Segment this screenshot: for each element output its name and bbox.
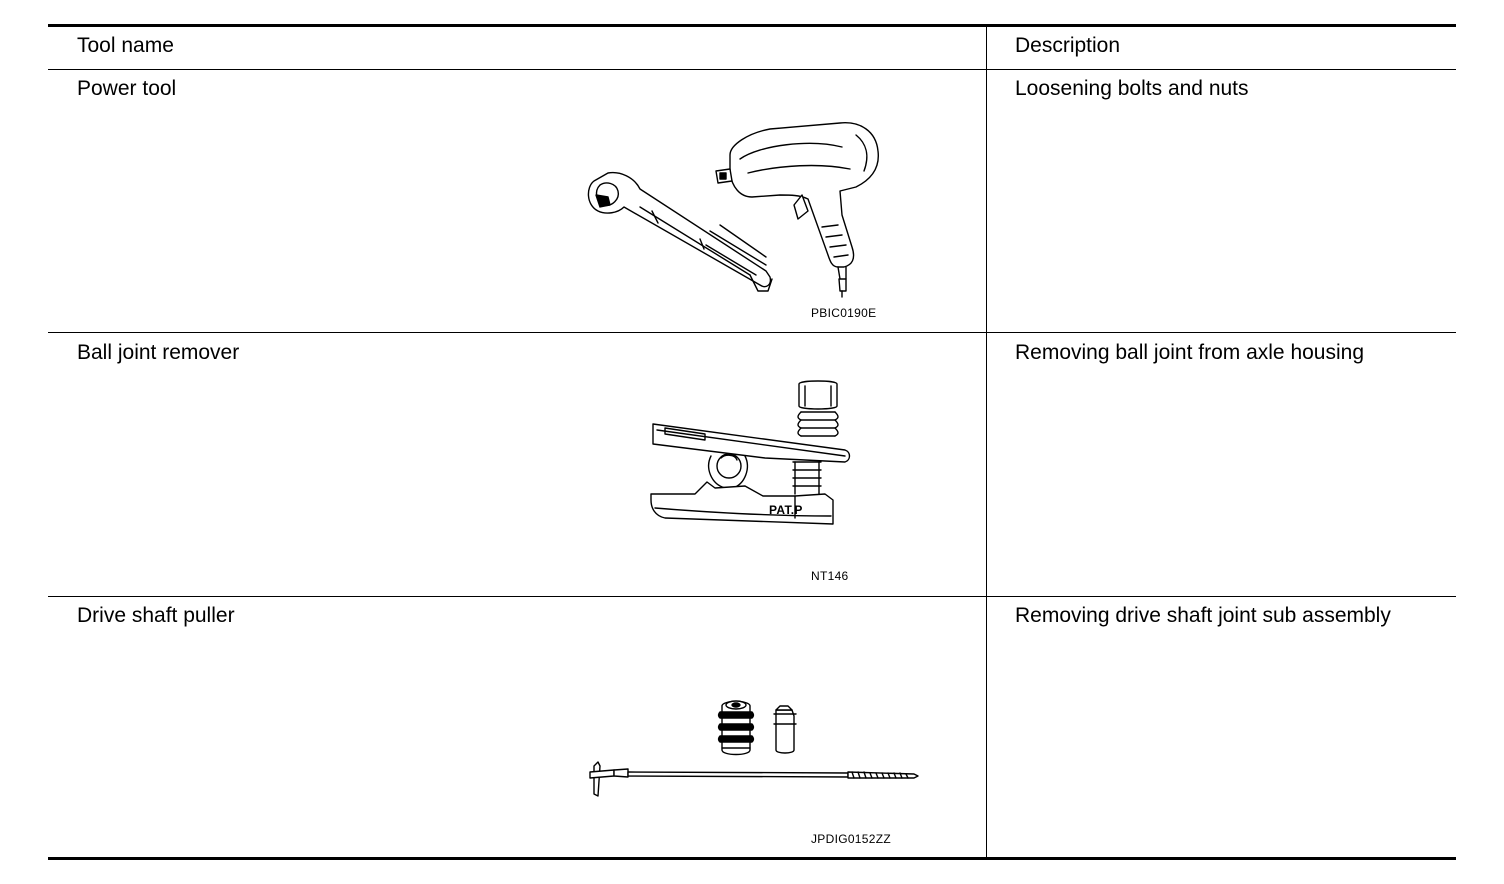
row-3-tool-name: Drive shaft puller <box>77 604 235 627</box>
row-3-description: Removing drive shaft joint sub assembly <box>1015 604 1391 627</box>
row-1-figure-code: PBIC0190E <box>811 306 877 320</box>
air-ratchet-icon <box>588 173 772 291</box>
drive-shaft-puller-illustration <box>588 696 923 806</box>
adapter-icon <box>719 701 754 755</box>
ball-joint-remover-illustration <box>645 378 855 533</box>
t-handle-rod-icon <box>590 762 918 796</box>
row-3-figure-code: JPDIG0152ZZ <box>811 832 891 846</box>
column-divider <box>986 27 987 857</box>
impact-wrench-icon <box>716 123 878 297</box>
header-divider <box>48 69 1456 70</box>
row-divider-2 <box>48 596 1456 597</box>
power-tool-illustration <box>580 115 900 305</box>
table-top-rule <box>48 24 1456 27</box>
table-bottom-rule <box>48 857 1456 860</box>
row-1-tool-name: Power tool <box>77 77 177 100</box>
row-2-figure-code: NT146 <box>811 569 849 583</box>
pressure-screw-icon <box>798 381 838 436</box>
row-1-description: Loosening bolts and nuts <box>1015 77 1249 100</box>
row-2-description: Removing ball joint from axle housing <box>1015 341 1365 364</box>
header-description: Description <box>1015 34 1121 57</box>
row-2-tool-name: Ball joint remover <box>77 341 240 364</box>
row-2-figure-label: PAT.P <box>769 503 803 517</box>
row-divider-1 <box>48 332 1456 333</box>
nut-icon <box>774 706 796 753</box>
header-tool-name: Tool name <box>77 34 174 57</box>
